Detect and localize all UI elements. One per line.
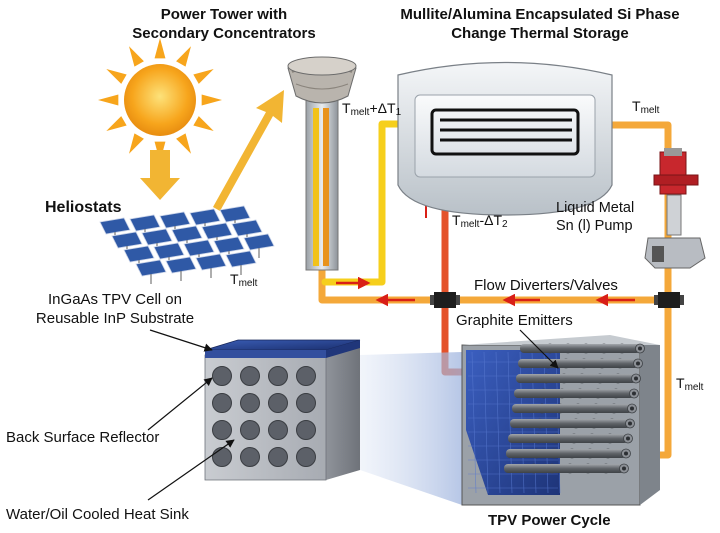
sun-ray (129, 46, 144, 67)
tpv-power-cycle-label: TPV Power Cycle (488, 512, 611, 529)
heliostats-label: Heliostats (45, 199, 122, 216)
thermal-storage-vessel (397, 61, 613, 216)
emitter-tube (594, 463, 629, 474)
coolant-channel (212, 420, 232, 440)
flow-diverters-label: Flow Diverters/Valves (474, 277, 618, 294)
tpv-power-cycle-cabinet (461, 335, 660, 506)
tpv-cell-assembly (204, 339, 361, 481)
liquid-metal-pump (644, 148, 706, 269)
graphite-emitters-label: Graphite Emitters (456, 312, 573, 329)
back-surface-reflector-label: Back Surface Reflector (6, 429, 160, 446)
heliostat-mirror (243, 233, 275, 258)
pump-label: Liquid Metal Sn (l) Pump (556, 200, 635, 234)
sun-ray (106, 69, 127, 84)
power-tower (287, 56, 357, 271)
sun-ray (129, 133, 144, 154)
heliostat-field (99, 205, 275, 284)
sunlight-to-heliostats-arrow (140, 150, 180, 200)
reflected-light-to-tower-arrow (213, 90, 284, 211)
leader-tpv-cell (149, 329, 213, 352)
graphite-emitter-array (504, 343, 645, 474)
coolant-channels (212, 366, 316, 467)
sun-ray (193, 116, 214, 131)
sun-icon (98, 38, 222, 162)
flow-valve-left (430, 292, 460, 308)
coolant-channel (296, 447, 316, 467)
coolant-channel (268, 447, 288, 467)
heat-sink-label: Water/Oil Cooled Heat Sink (6, 506, 189, 523)
emitter-tube (600, 418, 635, 429)
coolant-channel (212, 366, 232, 386)
heliostat-mirror (135, 259, 167, 284)
sun-ray (193, 69, 214, 84)
heliostat-mirror (225, 250, 257, 275)
coolant-channel (240, 393, 260, 413)
emitter-tube (606, 373, 641, 384)
tpv-zoom-beam (360, 352, 462, 505)
coolant-channel (268, 366, 288, 386)
emitter-tube (596, 448, 631, 459)
storage-label: Mullite/Alumina Encapsulated Si Phase Ch… (400, 6, 680, 42)
heliostat-mirror (165, 256, 197, 281)
leader-heat-sink (147, 439, 235, 501)
coolant-channel (212, 393, 232, 413)
emitter-tube (604, 388, 639, 399)
emitter-tube (598, 433, 633, 444)
emitter-tube (602, 403, 637, 414)
heat-sink-side (326, 345, 360, 480)
coolant-channel (212, 447, 232, 467)
coolant-channel (240, 447, 260, 467)
storage-coil (430, 108, 580, 156)
tpv-cell-label: InGaAs TPV Cell on Reusable InP Substrat… (35, 291, 195, 327)
sun-ray (176, 46, 191, 67)
t-melt-emitter-label: Tmelt (676, 375, 704, 393)
leader-back-reflector (147, 377, 213, 431)
emitter-tube (608, 358, 643, 369)
coolant-channel (296, 366, 316, 386)
emitter-tube (610, 343, 645, 354)
t-melt-storage-out-label: Tmelt (632, 98, 660, 116)
leader-graphite-emitters (519, 329, 559, 369)
coolant-channel (296, 393, 316, 413)
heliostat-mirror (171, 225, 203, 250)
coolant-channel (240, 420, 260, 440)
sun-ray (176, 133, 191, 154)
coolant-channel (268, 393, 288, 413)
t-melt-heliostat-label: Tmelt (230, 271, 258, 289)
t-melt-minus-dt2-label: Tmelt-ΔT2 (452, 212, 508, 230)
heliostat-mirror (231, 219, 263, 244)
heliostat-mirror (195, 253, 227, 278)
tpv-cell-edge (205, 350, 326, 358)
coolant-channel (296, 420, 316, 440)
flow-valve-right (654, 292, 684, 308)
sun-ray (106, 116, 127, 131)
coolant-channel (240, 366, 260, 386)
sun-ray (98, 94, 119, 106)
coolant-channel (268, 420, 288, 440)
sun-ray (154, 38, 166, 59)
power-tower-label: Power Tower with Secondary Concentrators (132, 6, 316, 42)
heliostat-mirror (213, 236, 245, 261)
t-melt-plus-dt1-label: Tmelt+ΔT1 (342, 100, 402, 118)
sun-ray (201, 94, 222, 106)
